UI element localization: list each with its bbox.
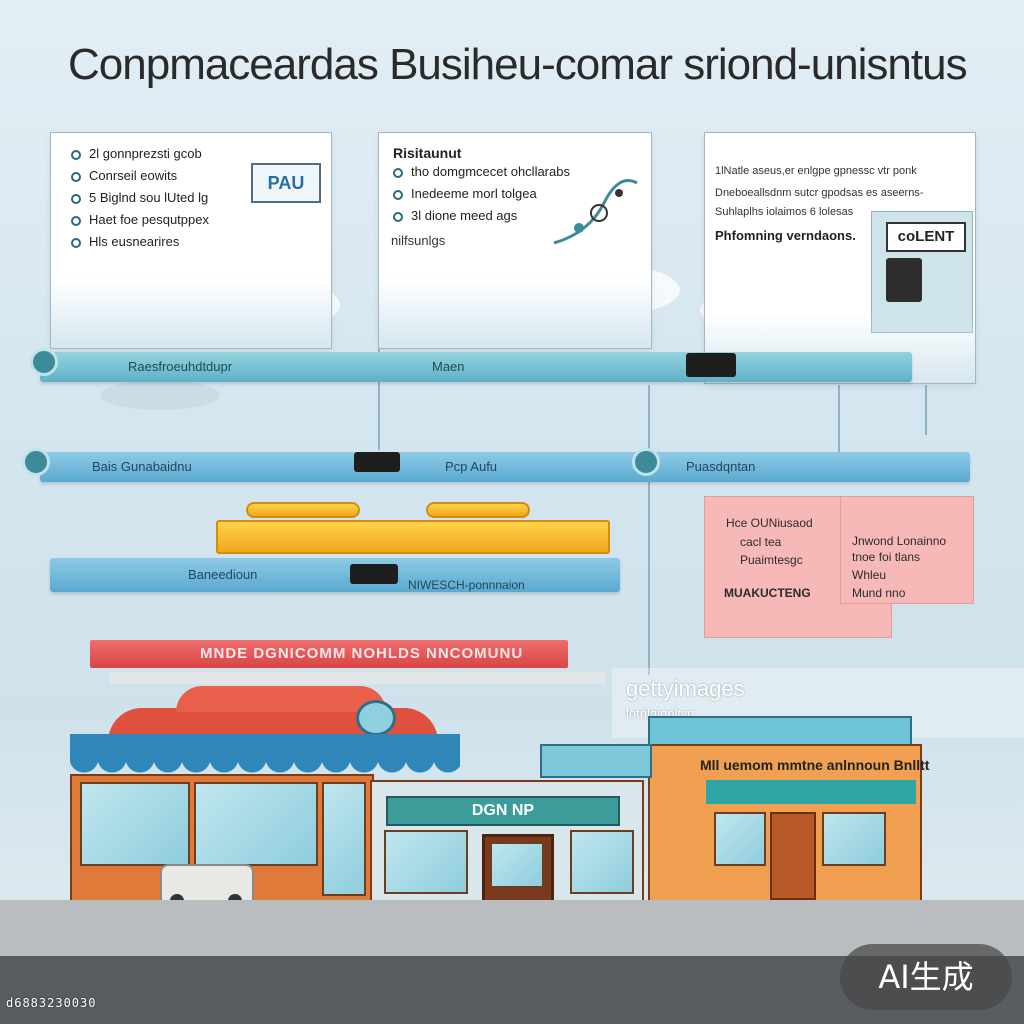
pink-right-item: Jnwond Lonainno — [852, 534, 947, 548]
ai-generated-badge: AI生成 — [840, 944, 1012, 1010]
panel-3-sign: coLENT — [886, 222, 966, 252]
pink-left-footer: MUAKUCTENG — [724, 586, 811, 600]
right-store-window — [714, 812, 766, 866]
pink-left-item: cacl tea — [740, 535, 782, 549]
panel-1-badge-label: PAU — [267, 173, 305, 193]
image-code-stamp: d6883230030 — [6, 996, 97, 1010]
right-store-sign-label: Mll uemom mmtne anlnnoun Bnlltt — [700, 757, 930, 773]
bar-3-right-label: NIWESCH-ponnnaion — [408, 578, 525, 592]
center-store-window — [384, 830, 468, 894]
bar-2-node — [22, 448, 50, 476]
panel-2-list: tho domgmcecet ohcllarabs Inedeeme morl … — [391, 161, 570, 227]
pink-left-item: Hce OUNiusaod — [726, 516, 813, 530]
info-panel-2: Risitaunut tho domgmcecet ohcllarabs Ine… — [378, 132, 652, 349]
center-store-window — [490, 842, 544, 888]
info-panel-3: 1lNatle aseus,er enlgpe gpnessc vtr ponk… — [704, 132, 976, 384]
panel-1-item: Hls eusnearires — [69, 231, 209, 253]
bar-2-left-label: Bais Gunabaidnu — [92, 459, 192, 474]
red-banner-label: MNDE DGNICOMM NOHLDS NNCOMUNU — [200, 645, 524, 662]
panel-1-item: 5 Biglnd sou lUted lg — [69, 187, 209, 209]
bar-1-left-label: Raesfroeuhdtdupr — [128, 359, 233, 374]
bar-2-node — [632, 448, 660, 476]
ai-badge-label: AI生成 — [878, 958, 974, 996]
connector-line — [648, 385, 650, 675]
pink-right-item: Mund nno — [852, 586, 906, 600]
panel-fade — [379, 278, 651, 348]
left-store-roof-top — [176, 686, 386, 712]
process-bar-2: Bais Gunabaidnu Pcp Aufu Puasdqntan — [40, 452, 970, 482]
panel-3-line: Dneboeallsdnm sutcr gpodsas es aseerns- — [715, 187, 924, 199]
panel-2-item: tho domgmcecet ohcllarabs — [391, 161, 570, 183]
left-store-window — [80, 782, 190, 866]
pink-right-item: tnoe foi tlans — [852, 550, 921, 564]
panel-3-heading: Phfomning verndaons. — [715, 228, 856, 243]
yellow-process-bar — [216, 520, 610, 554]
bar-2-right-label: Puasdqntan — [686, 459, 756, 474]
panel-1-list: 2l gonnprezsti gcob Conrseil eowits 5 Bi… — [69, 143, 209, 253]
connector-line — [925, 385, 927, 435]
panel-2-item: Inedeeme morl tolgea — [391, 183, 570, 205]
panel-2-heading: Risitaunut — [393, 145, 462, 161]
bar-1-black-tag — [686, 353, 736, 377]
banner-rail — [110, 672, 606, 684]
panel-1-item: Conrseil eowits — [69, 165, 209, 187]
panel-1-item: Haet foe pesqutppex — [69, 209, 209, 231]
pink-right-item: Whleu — [852, 568, 887, 582]
bar-1-node — [30, 348, 58, 376]
left-store-window — [322, 782, 366, 896]
watermark-text: gettyimages — [626, 676, 745, 701]
panel-1-item: 2l gonnprezsti gcob — [69, 143, 209, 165]
panel-2-footer: nilfsunlgs — [391, 233, 446, 248]
left-store-awning — [70, 734, 460, 760]
bar-2-mid-label: Pcp Aufu — [445, 459, 498, 474]
network-sketch-icon — [553, 179, 638, 245]
panel-3-line: Suhlaplhs iolaimos 6 lolesas — [715, 206, 854, 218]
panel-1-badge: PAU — [251, 163, 321, 203]
center-store-sign: DGN NP — [386, 796, 620, 826]
left-store-window — [194, 782, 318, 866]
red-banner: MNDE DGNICOMM NOHLDS NNCOMUNU — [90, 640, 568, 668]
right-store-awning — [706, 780, 916, 804]
device-icon — [886, 258, 922, 302]
bar-3-left-label: Baneedioun — [188, 567, 258, 582]
right-store-door — [770, 812, 816, 900]
page-title: Conpmaceardas Busiheu-comar sriond-unisn… — [68, 40, 968, 89]
connector-line — [838, 385, 840, 455]
yellow-process-tab — [426, 502, 530, 518]
cloud-shape — [100, 380, 220, 410]
roof-dome-icon — [356, 700, 396, 736]
panel-fade — [51, 278, 331, 348]
bar-2-black-tag — [354, 452, 400, 472]
process-bar-1: Raesfroeuhdtdupr Maen — [40, 352, 912, 382]
panel-3-sign-label: coLENT — [897, 228, 955, 245]
bar-1-right-label: Maen — [432, 359, 465, 374]
panel-3-line: 1lNatle aseus,er enlgpe gpnessc vtr ponk — [715, 165, 917, 177]
center-store-window — [570, 830, 634, 894]
pink-panel-right — [840, 496, 974, 604]
process-bar-3: Baneedioun NIWESCH-ponnnaion — [50, 558, 620, 592]
sidewalk — [0, 900, 1024, 956]
right-store-side — [540, 744, 652, 778]
connector-line — [378, 330, 380, 450]
panel-2-item: 3l dione meed ags — [391, 205, 570, 227]
center-store-sign-label: DGN NP — [471, 802, 535, 819]
right-store-window — [822, 812, 886, 866]
right-store-sign: Mll uemom mmtne anlnnoun Bnlltt — [700, 752, 970, 778]
yellow-process-tab — [246, 502, 360, 518]
info-panel-1: 2l gonnprezsti gcob Conrseil eowits 5 Bi… — [50, 132, 332, 349]
bar-3-camera-icon — [350, 564, 398, 584]
pink-left-item: Puaimtesgc — [740, 553, 803, 567]
